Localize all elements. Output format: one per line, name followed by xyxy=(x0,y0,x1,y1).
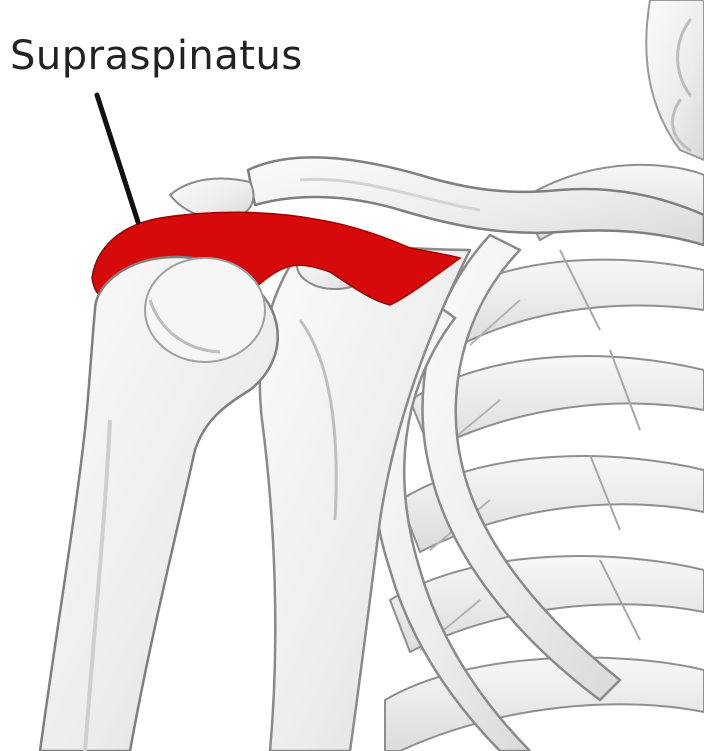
supraspinatus-label: Supraspinatus xyxy=(10,36,303,76)
label-leader-line xyxy=(97,95,138,222)
humerus xyxy=(40,257,278,751)
spine-vertebrae xyxy=(646,0,704,160)
